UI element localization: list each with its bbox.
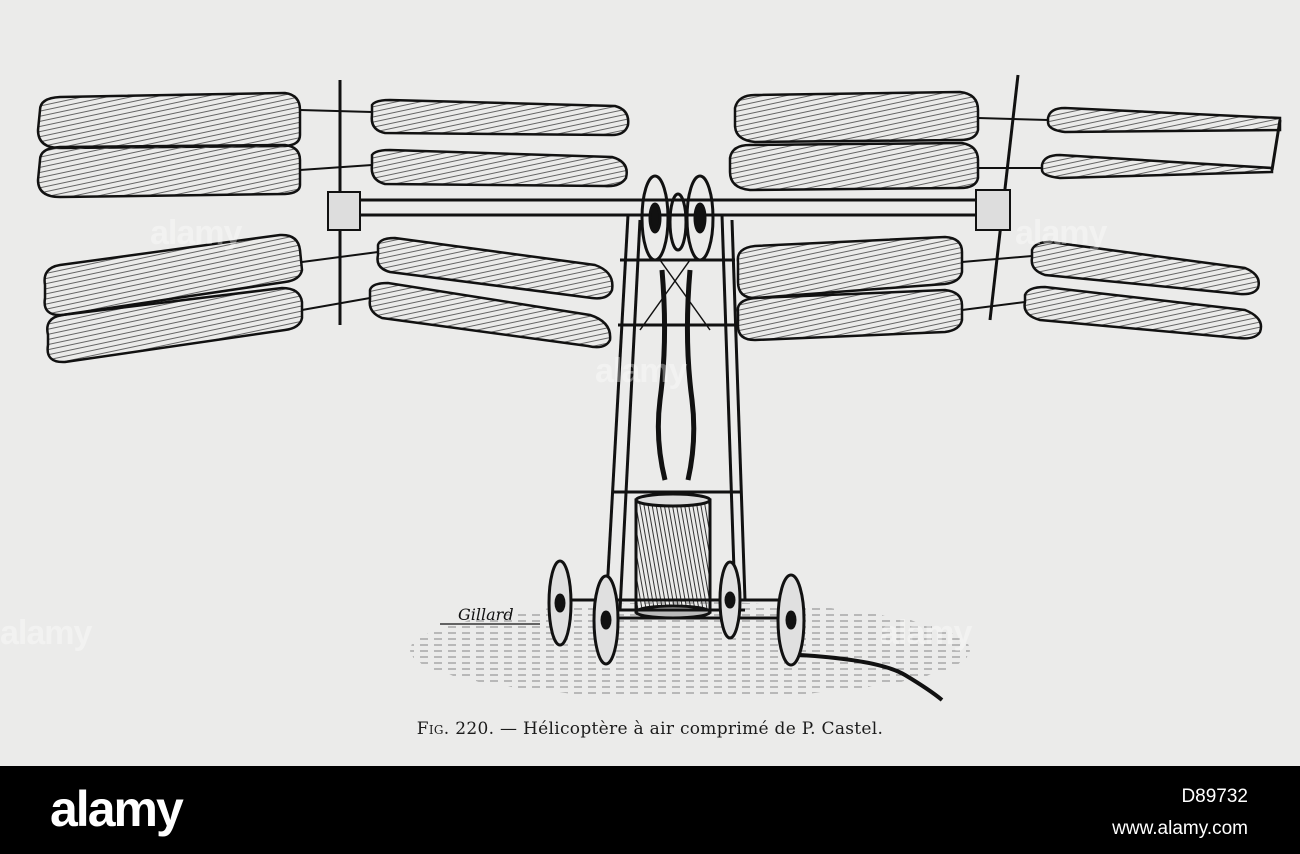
image-id: D89732 [1181,786,1248,807]
left-rotor-upper [36,91,630,199]
left-rotor-lower [43,233,614,364]
alamy-logo: alamy [50,781,184,837]
vertical-frame [604,214,747,611]
right-rotor-lower [736,235,1263,342]
figure-label: Fig. [416,719,450,739]
wheels [547,559,806,667]
caption-text: Hélicoptère à air comprimé de P. Castel. [523,719,884,739]
footer-meta: D89732 www.alamy.com [1112,786,1248,840]
figure-caption: Fig. 220. — Hélicoptère à air comprimé d… [0,719,1300,739]
right-rotor-upper [728,90,1282,192]
central-gearing [640,174,715,262]
engraving-plate: Gillard alamy alamy alamy alamy alamy Fi… [0,0,1300,766]
caption-dash: — [500,719,518,739]
engraver-signature: Gillard [458,605,514,624]
helicopter-engraving: Gillard [36,74,1282,702]
figure-number: 220. [455,719,495,739]
site-url: www.alamy.com [1112,818,1248,839]
stock-footer-bar: alamy D89732 www.alamy.com [0,766,1300,854]
